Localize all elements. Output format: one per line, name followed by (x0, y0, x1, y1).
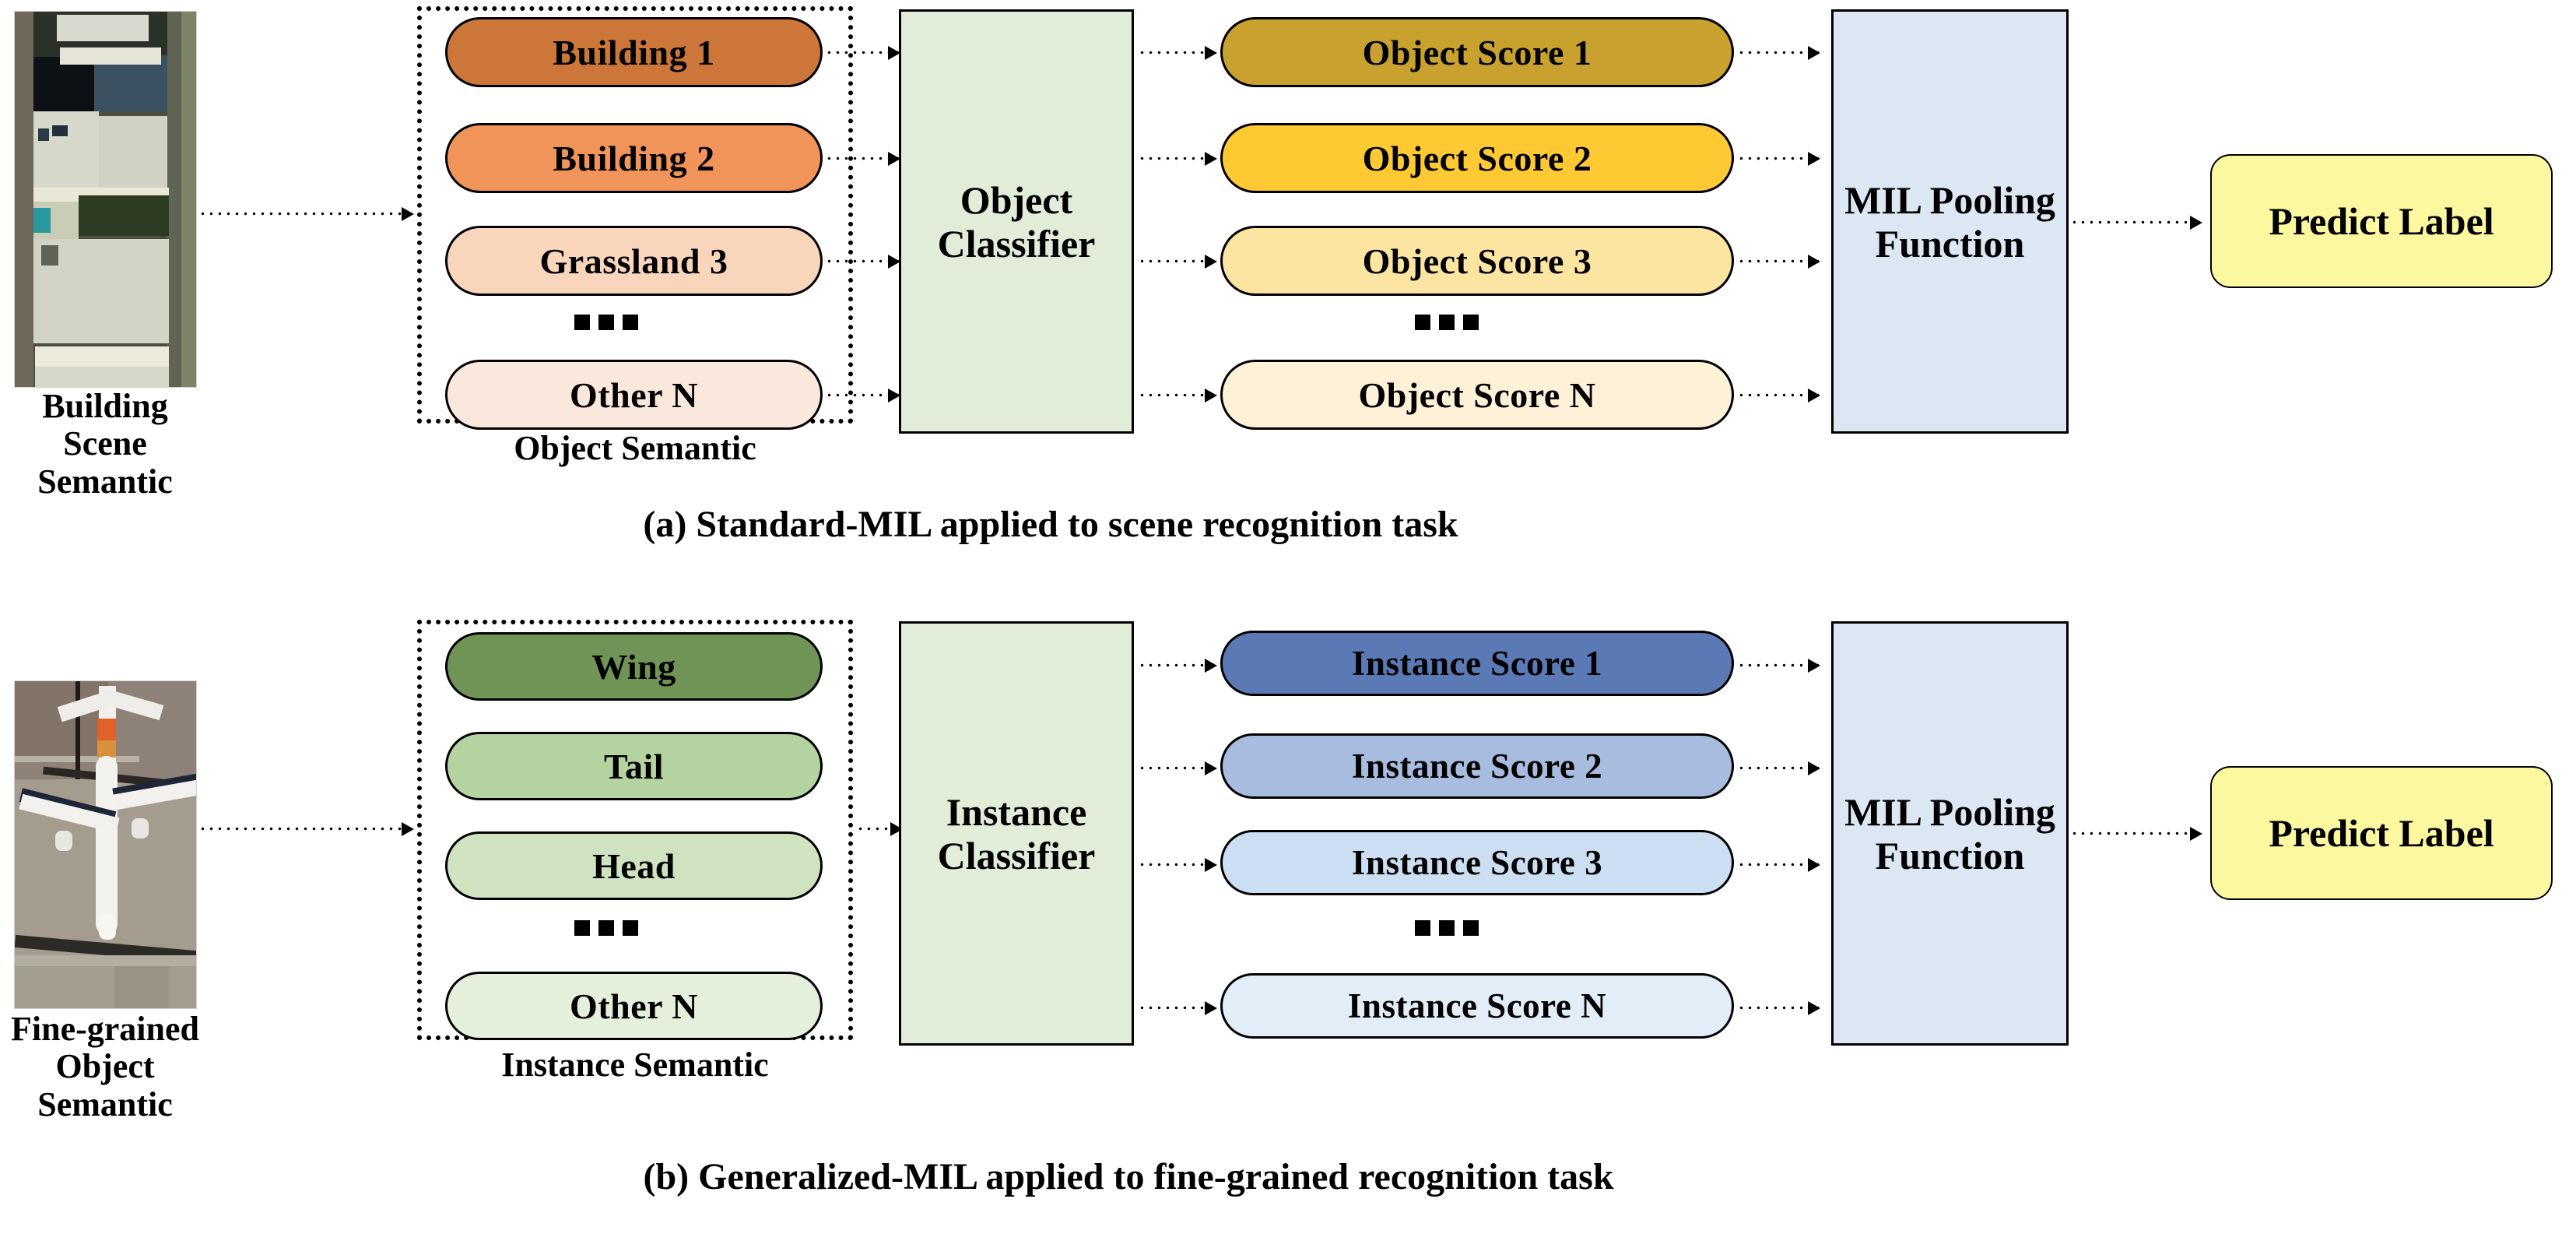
panel-a-arrow-score0-to-pooling (1737, 51, 1819, 54)
panel-b-instance-classifier-line1: Instance (946, 789, 1087, 834)
panel-a-semantic-pill-3-label: Other N (570, 374, 698, 415)
panel-b-score-pill-1[interactable]: Instance Score 2 (1220, 733, 1734, 799)
panel-a-object-classifier-line2: Classifier (937, 221, 1096, 265)
panel-b-semantic-pill-3[interactable]: Other N (445, 972, 823, 1040)
panel-a-arrow-classifier-to-score3 (1138, 393, 1216, 397)
panel-b-score-pill-0[interactable]: Instance Score 1 (1220, 631, 1734, 696)
panel-b-arrow-classifier-to-score0 (1138, 663, 1216, 667)
panel-a-semantic-pill-1-label: Building 2 (553, 138, 715, 178)
panel-a-object-classifier-line1: Object (960, 178, 1073, 222)
panel-a-mil-pooling-function[interactable]: MIL Pooling Function (1831, 9, 2069, 434)
panel-b-input-label: Fine-grained Object Semantic (0, 1010, 210, 1123)
panel-a-arrow-pill1-to-classifier (825, 156, 899, 160)
panel-b-arrow-classifier-to-score1 (1138, 766, 1216, 770)
panel-a-arrow-classifier-to-score0 (1138, 51, 1216, 54)
panel-b-semantic-ellipsis (574, 920, 638, 936)
panel-b-score-pill-0-label: Instance Score 1 (1351, 644, 1603, 683)
panel-a-score-pill-2[interactable]: Object Score 3 (1220, 226, 1734, 296)
panel-a-score-pill-3-label: Object Score N (1358, 374, 1596, 415)
panel-a-score-pill-1[interactable]: Object Score 2 (1220, 123, 1734, 193)
panel-b-predict-label-text: Predict Label (2269, 811, 2494, 855)
panel-a-semantic-pill-0-label: Building 1 (553, 32, 715, 72)
panel-b-semantic-pill-0[interactable]: Wing (445, 632, 823, 701)
panel-a-semantic-pill-2[interactable]: Grassland 3 (445, 226, 823, 296)
panel-a-arrow-score2-to-pooling (1737, 259, 1819, 263)
panel-a-object-classifier[interactable]: Object Classifier (899, 9, 1134, 434)
panel-b-arrow-image-to-group (198, 827, 412, 831)
panel-a-arrow-score1-to-pooling (1737, 156, 1819, 160)
panel-b-semantic-pill-1[interactable]: Tail (445, 732, 823, 800)
panel-b-arrow-classifier-to-score3 (1138, 1006, 1216, 1010)
panel-b-arrow-score3-to-pooling (1737, 1006, 1819, 1010)
panel-b-semantic-pill-2[interactable]: Head (445, 831, 823, 900)
panel-a-score-pill-2-label: Object Score 3 (1362, 241, 1592, 281)
airplane-thumbnail (14, 680, 197, 1009)
panel-a-group-label: Object Semantic (514, 429, 756, 467)
panel-b-caption: (b) Generalized-MIL applied to fine-grai… (643, 1156, 1614, 1197)
panel-b-score-pill-2-label: Instance Score 3 (1351, 843, 1603, 882)
panel-b-group-label: Instance Semantic (501, 1046, 769, 1084)
panel-a-score-pill-1-label: Object Score 2 (1362, 138, 1592, 178)
building-scene-thumbnail (14, 11, 197, 388)
panel-b-semantic-pill-0-label: Wing (591, 646, 676, 687)
panel-a-arrow-image-to-group (198, 212, 412, 216)
panel-a-arrow-pill3-to-classifier (825, 393, 899, 397)
panel-a-input-label-line1: Building Scene (42, 387, 168, 463)
panel-b-predict-label[interactable]: Predict Label (2210, 766, 2553, 900)
panel-a-mil-pooling-line2: Function (1875, 221, 2025, 265)
panel-b-semantic-pill-2-label: Head (592, 845, 676, 886)
panel-a-score-pill-0[interactable]: Object Score 1 (1220, 17, 1734, 87)
panel-b-semantic-pill-1-label: Tail (603, 746, 665, 786)
panel-a-score-pill-3[interactable]: Object Score N (1220, 360, 1734, 430)
panel-b-mil-pooling-line1: MIL Pooling (1844, 789, 2055, 834)
panel-a-arrow-score3-to-pooling (1737, 393, 1819, 397)
panel-b-mil-pooling-function[interactable]: MIL Pooling Function (1831, 621, 2069, 1046)
panel-b-score-pill-3[interactable]: Instance Score N (1220, 973, 1734, 1039)
panel-b-mil-pooling-line2: Function (1875, 833, 2025, 877)
panel-a-score-ellipsis (1415, 315, 1479, 330)
panel-b-input-label-line1: Fine-grained (11, 1010, 199, 1048)
panel-b-arrow-score1-to-pooling (1737, 766, 1819, 770)
panel-b-arrow-group-to-classifier (856, 827, 901, 831)
panel-a-arrow-pill0-to-classifier (825, 51, 899, 54)
panel-a-semantic-pill-3[interactable]: Other N (445, 360, 823, 430)
panel-a-mil-pooling-line1: MIL Pooling (1844, 178, 2055, 222)
panel-b-semantic-pill-3-label: Other N (570, 986, 698, 1026)
panel-a-arrow-pill2-to-classifier (825, 259, 899, 263)
panel-a-semantic-pill-1[interactable]: Building 2 (445, 123, 823, 193)
panel-a-input-label-line2: Semantic (37, 462, 173, 501)
panel-a-semantic-pill-2-label: Grassland 3 (539, 241, 728, 281)
panel-b-arrow-score2-to-pooling (1737, 863, 1819, 867)
panel-a-predict-label[interactable]: Predict Label (2210, 154, 2553, 288)
panel-b-input-label-line2: Object Semantic (37, 1047, 173, 1123)
panel-a-arrow-pooling-to-predict (2070, 220, 2201, 224)
panel-b-score-pill-1-label: Instance Score 2 (1351, 747, 1603, 786)
panel-a-caption: (a) Standard-MIL applied to scene recogn… (643, 504, 1458, 545)
panel-b-score-pill-2[interactable]: Instance Score 3 (1220, 830, 1734, 895)
panel-a-semantic-ellipsis (574, 315, 638, 330)
panel-b-score-pill-3-label: Instance Score N (1347, 986, 1607, 1025)
panel-a-arrow-classifier-to-score1 (1138, 156, 1216, 160)
panel-a-predict-label-text: Predict Label (2269, 199, 2494, 243)
panel-a-semantic-pill-0[interactable]: Building 1 (445, 17, 823, 87)
panel-b-instance-classifier[interactable]: Instance Classifier (899, 621, 1134, 1046)
panel-b-arrow-pooling-to-predict (2070, 831, 2201, 835)
panel-b-arrow-classifier-to-score2 (1138, 863, 1216, 867)
panel-a-arrow-classifier-to-score2 (1138, 259, 1216, 263)
panel-a-input-label: Building Scene Semantic (0, 387, 210, 501)
panel-b-instance-classifier-line2: Classifier (937, 833, 1096, 877)
panel-b-score-ellipsis (1415, 920, 1479, 936)
panel-b-arrow-score0-to-pooling (1737, 663, 1819, 667)
panel-a-score-pill-0-label: Object Score 1 (1362, 32, 1592, 72)
